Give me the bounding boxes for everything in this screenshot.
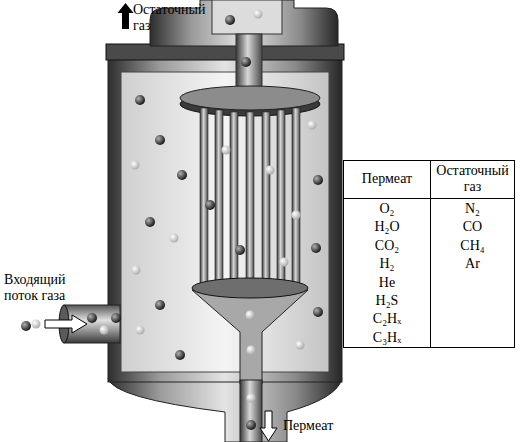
table-cell: H₂O bbox=[345, 219, 429, 235]
outlet-label: Остаточный газ bbox=[133, 2, 215, 34]
gas-molecule bbox=[266, 166, 275, 175]
membrane-tube bbox=[292, 108, 300, 284]
table-cell: CH₄ bbox=[431, 238, 515, 254]
outlet-arrow bbox=[118, 3, 134, 29]
gas-molecule bbox=[222, 146, 231, 155]
table-cell: CO bbox=[431, 219, 515, 235]
gas-molecule bbox=[170, 234, 179, 243]
vessel-body bbox=[108, 56, 342, 382]
membrane-tube bbox=[215, 110, 223, 286]
inlet-label: Входящий поток газа bbox=[4, 272, 80, 304]
table-cell: CO₂ bbox=[345, 238, 429, 254]
gas-molecule bbox=[132, 266, 141, 275]
permeate-label: Пермеат bbox=[283, 418, 373, 434]
inlet-arrow bbox=[45, 315, 87, 333]
table-cell: O₂ bbox=[345, 201, 429, 217]
upper-tube-sheet bbox=[180, 86, 320, 110]
table-cell: C₂Hₓ bbox=[345, 311, 429, 327]
gas-molecule bbox=[155, 300, 165, 310]
table-cell: H₂ bbox=[345, 256, 429, 272]
gas-molecule bbox=[145, 217, 155, 227]
gas-molecule bbox=[32, 320, 41, 329]
gas-molecule bbox=[313, 307, 323, 317]
gas-molecule bbox=[254, 10, 263, 19]
table-cell: C₃Hₓ bbox=[345, 330, 429, 346]
gas-molecule bbox=[111, 313, 121, 323]
gas-molecule bbox=[235, 245, 245, 255]
permeate-arrow bbox=[260, 411, 277, 441]
membrane-tube bbox=[200, 108, 208, 284]
table-rule bbox=[344, 198, 515, 199]
membrane-tube bbox=[230, 112, 238, 288]
outlet-opening bbox=[212, 0, 282, 34]
gas-molecule bbox=[308, 121, 317, 130]
gas-molecule bbox=[296, 341, 305, 350]
gas-molecule bbox=[155, 135, 165, 145]
gas-molecule bbox=[241, 57, 251, 67]
table-header: Пермеат bbox=[345, 171, 429, 187]
gas-molecule bbox=[247, 346, 256, 355]
gas-molecule bbox=[131, 161, 140, 170]
gas-molecule bbox=[175, 350, 185, 360]
table-cell: H₂S bbox=[345, 293, 429, 309]
membrane-tube bbox=[246, 112, 254, 288]
gas-molecule bbox=[311, 243, 321, 253]
gas-molecule bbox=[313, 175, 323, 185]
permeate-funnel bbox=[192, 290, 308, 384]
vessel-cutaway bbox=[121, 72, 329, 372]
gas-molecule bbox=[246, 420, 256, 430]
gas-molecule bbox=[246, 311, 255, 320]
gas-molecule bbox=[225, 15, 235, 25]
lower-tube-sheet bbox=[192, 278, 308, 298]
gas-molecule bbox=[87, 313, 97, 323]
gas-molecule bbox=[100, 326, 109, 335]
gas-molecule bbox=[247, 394, 256, 403]
permeate-pipe bbox=[240, 380, 262, 442]
gas-molecule bbox=[292, 211, 301, 220]
table-header: Остаточный газ bbox=[431, 163, 515, 195]
membrane-tube bbox=[262, 112, 270, 288]
gas-molecule bbox=[280, 258, 289, 267]
table-cell: Ar bbox=[431, 256, 515, 272]
table-frame bbox=[344, 161, 515, 348]
gas-molecule bbox=[205, 200, 215, 210]
gas-molecule bbox=[136, 326, 145, 335]
table-cell: N₂ bbox=[431, 201, 515, 217]
gas-molecule bbox=[21, 321, 31, 331]
table-rule bbox=[430, 161, 431, 348]
gas-molecule bbox=[135, 95, 145, 105]
gas-molecule bbox=[177, 170, 187, 180]
table-cell: He bbox=[345, 275, 429, 291]
